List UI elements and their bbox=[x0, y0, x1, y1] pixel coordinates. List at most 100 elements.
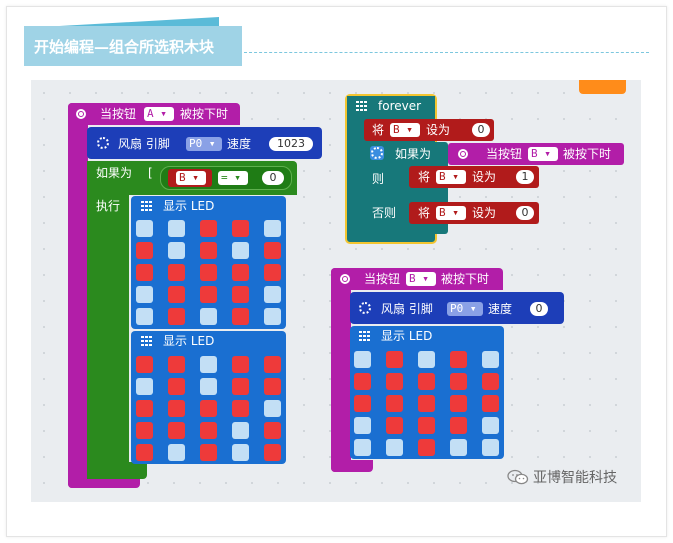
led-cell[interactable] bbox=[200, 422, 217, 439]
led-cell[interactable] bbox=[232, 308, 249, 325]
led-cell[interactable] bbox=[200, 400, 217, 417]
led-matrix-2[interactable] bbox=[136, 356, 281, 461]
led-cell[interactable] bbox=[482, 373, 499, 390]
led-cell[interactable] bbox=[482, 439, 499, 456]
button-dropdown[interactable]: A ▾ bbox=[144, 107, 174, 121]
led-cell[interactable] bbox=[386, 395, 403, 412]
else-value-input[interactable]: 0 bbox=[516, 206, 534, 220]
led-cell[interactable] bbox=[386, 439, 403, 456]
if-label: 如果为 bbox=[395, 147, 432, 161]
led-cell[interactable] bbox=[450, 351, 467, 368]
compare-input[interactable]: 0 bbox=[262, 171, 284, 185]
led-cell[interactable] bbox=[200, 242, 217, 259]
speed-input[interactable]: 0 bbox=[530, 302, 548, 316]
led-cell[interactable] bbox=[386, 351, 403, 368]
led-cell[interactable] bbox=[232, 264, 249, 281]
led-cell[interactable] bbox=[354, 351, 371, 368]
then-value-input[interactable]: 1 bbox=[516, 170, 534, 184]
led-cell[interactable] bbox=[200, 356, 217, 373]
led-cell[interactable] bbox=[482, 351, 499, 368]
show-led-block[interactable] bbox=[350, 326, 504, 459]
settings-icon[interactable] bbox=[371, 147, 383, 159]
led-cell[interactable] bbox=[264, 264, 281, 281]
led-cell[interactable] bbox=[264, 378, 281, 395]
led-cell[interactable] bbox=[264, 356, 281, 373]
led-cell[interactable] bbox=[200, 378, 217, 395]
led-cell[interactable] bbox=[136, 242, 153, 259]
led-cell[interactable] bbox=[232, 444, 249, 461]
led-cell[interactable] bbox=[168, 220, 185, 237]
set-value-input[interactable]: 0 bbox=[472, 123, 490, 137]
led-cell[interactable] bbox=[136, 356, 153, 373]
led-cell[interactable] bbox=[354, 417, 371, 434]
led-cell[interactable] bbox=[232, 220, 249, 237]
led-cell[interactable] bbox=[264, 220, 281, 237]
button-dropdown[interactable]: B ▾ bbox=[406, 272, 436, 286]
led-cell[interactable] bbox=[200, 444, 217, 461]
variable-dropdown[interactable]: B ▾ bbox=[436, 206, 466, 220]
led-cell[interactable] bbox=[168, 264, 185, 281]
led-cell[interactable] bbox=[264, 400, 281, 417]
led-cell[interactable] bbox=[200, 220, 217, 237]
led-cell[interactable] bbox=[232, 378, 249, 395]
led-cell[interactable] bbox=[168, 444, 185, 461]
led-cell[interactable] bbox=[450, 439, 467, 456]
led-cell[interactable] bbox=[168, 378, 185, 395]
led-matrix[interactable] bbox=[354, 351, 499, 456]
led-cell[interactable] bbox=[354, 395, 371, 412]
led-cell[interactable] bbox=[482, 395, 499, 412]
led-cell[interactable] bbox=[418, 351, 435, 368]
led-cell[interactable] bbox=[168, 422, 185, 439]
led-cell[interactable] bbox=[200, 286, 217, 303]
led-cell[interactable] bbox=[168, 242, 185, 259]
led-cell[interactable] bbox=[136, 286, 153, 303]
toolbar-tab[interactable] bbox=[579, 80, 626, 94]
led-matrix-1[interactable] bbox=[136, 220, 281, 325]
led-cell[interactable] bbox=[354, 373, 371, 390]
led-cell[interactable] bbox=[232, 286, 249, 303]
led-cell[interactable] bbox=[450, 417, 467, 434]
led-cell[interactable] bbox=[264, 286, 281, 303]
led-cell[interactable] bbox=[386, 417, 403, 434]
led-cell[interactable] bbox=[418, 417, 435, 434]
led-cell[interactable] bbox=[482, 417, 499, 434]
led-cell[interactable] bbox=[232, 400, 249, 417]
led-cell[interactable] bbox=[264, 242, 281, 259]
led-cell[interactable] bbox=[136, 220, 153, 237]
operator-dropdown[interactable]: = ▾ bbox=[218, 171, 248, 185]
led-cell[interactable] bbox=[232, 422, 249, 439]
led-cell[interactable] bbox=[168, 400, 185, 417]
show-led-block-1[interactable] bbox=[131, 196, 286, 329]
pin-dropdown[interactable]: P0 ▾ bbox=[186, 137, 222, 151]
led-cell[interactable] bbox=[418, 395, 435, 412]
led-cell[interactable] bbox=[168, 286, 185, 303]
led-cell[interactable] bbox=[232, 242, 249, 259]
pin-dropdown[interactable]: P0 ▾ bbox=[447, 302, 483, 316]
variable-dropdown[interactable]: B ▾ bbox=[436, 170, 466, 184]
led-cell[interactable] bbox=[450, 373, 467, 390]
led-cell[interactable] bbox=[264, 422, 281, 439]
led-cell[interactable] bbox=[168, 356, 185, 373]
led-cell[interactable] bbox=[200, 264, 217, 281]
led-cell[interactable] bbox=[418, 373, 435, 390]
speed-input[interactable]: 1023 bbox=[269, 137, 313, 151]
show-led-block-2[interactable] bbox=[131, 331, 286, 464]
led-cell[interactable] bbox=[136, 422, 153, 439]
led-cell[interactable] bbox=[354, 439, 371, 456]
led-cell[interactable] bbox=[136, 308, 153, 325]
variable-dropdown[interactable]: B ▾ bbox=[176, 171, 206, 185]
button-dropdown[interactable]: B ▾ bbox=[528, 147, 558, 161]
led-cell[interactable] bbox=[232, 356, 249, 373]
led-cell[interactable] bbox=[200, 308, 217, 325]
led-cell[interactable] bbox=[136, 264, 153, 281]
led-cell[interactable] bbox=[450, 395, 467, 412]
led-cell[interactable] bbox=[168, 308, 185, 325]
variable-dropdown[interactable]: B ▾ bbox=[390, 123, 420, 137]
led-cell[interactable] bbox=[136, 378, 153, 395]
led-cell[interactable] bbox=[264, 308, 281, 325]
led-cell[interactable] bbox=[418, 439, 435, 456]
led-cell[interactable] bbox=[264, 444, 281, 461]
led-cell[interactable] bbox=[386, 373, 403, 390]
led-cell[interactable] bbox=[136, 400, 153, 417]
led-cell[interactable] bbox=[136, 444, 153, 461]
